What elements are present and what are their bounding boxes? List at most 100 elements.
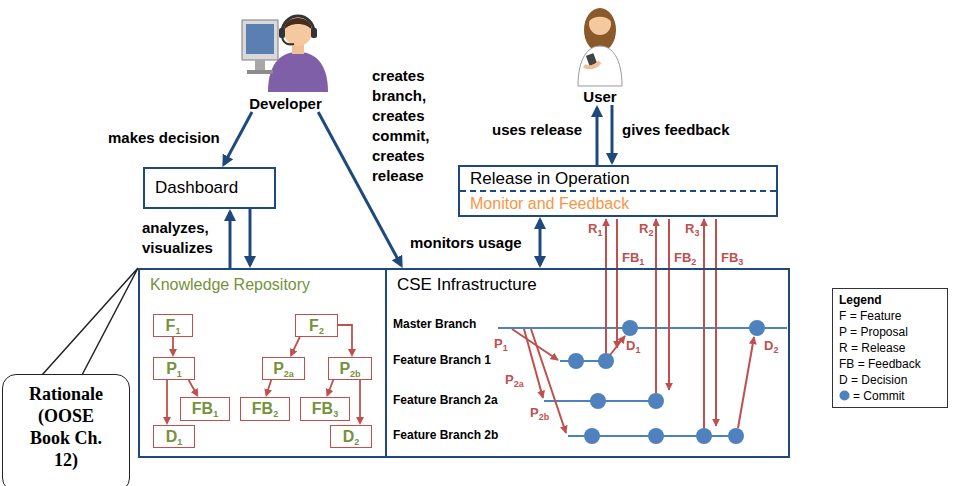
user-body [578,46,622,86]
edge-label: uses release [492,120,582,140]
feedback-arrow [715,219,717,426]
commit-dot [622,320,638,336]
legend-text: F = Feature [839,309,901,323]
release-box: Release in OperationMonitor and Feedback [458,165,778,217]
node-title: Rationale (OOSE Book Ch. 12) [17,383,115,471]
legend-title: Legend [839,292,941,308]
connector [224,112,252,164]
node-title: Knowledge Repository [150,275,375,295]
dashed-divider [460,190,776,192]
decision-arrow [738,337,754,428]
commit-dot [590,393,606,409]
node-title: CSE Infrastructure [397,275,778,295]
node-title: FB1 [192,399,218,419]
release-tag: R2 [639,221,653,236]
legend-box: LegendF = Feature P = Proposal R = Release… [832,288,948,408]
master-branch-line [498,327,787,329]
user-icon [578,8,622,86]
user-hair-back [584,8,616,52]
subscript: 3 [694,228,699,238]
connector [172,337,174,355]
connector [539,220,542,265]
monitor-screen [246,24,274,54]
edge-label: analyzes, visualizes [142,218,222,258]
commit-dot [749,320,765,336]
connector [338,325,352,355]
feature-box: F1 [153,314,193,337]
subscript: 1 [597,228,602,238]
legend-text: = Commit [853,389,905,403]
connector [266,380,271,395]
commit-dot [648,428,664,444]
legend-text: P = Proposal [839,325,908,339]
branch-name: Feature Branch 2a [393,393,498,408]
node-title: Dashboard [155,178,238,198]
proposal-box: P2b [328,357,372,380]
subscript: 2b [350,369,361,379]
subscript: 1 [635,345,640,355]
connector [596,108,599,165]
subscript: 1 [503,343,508,353]
decision-tag: D1 [626,338,640,353]
decision-box: D1 [153,425,195,448]
user-hair [588,12,612,23]
monitor-base [247,70,273,74]
legend-row: F = Feature [839,308,941,324]
connector [611,105,614,162]
edge-label: monitors usage [410,233,522,253]
feedback-arrow [616,219,618,348]
node-title: D2 [343,427,360,447]
commit-dot [728,428,744,444]
subscript: 3 [738,257,743,267]
connector [359,380,361,423]
release-tag: R3 [685,221,699,236]
node-title: P2a [273,359,294,379]
release-tag: R1 [588,221,602,236]
branch-arrows [512,219,754,433]
feedback-tag: FB2 [674,250,696,265]
branch-name: Feature Branch 2b [393,428,498,443]
legend-row: D = Decision [839,372,941,388]
connector [249,209,252,265]
user-hand [584,62,600,67]
edge-label: creates branch, creates commit, creates … [372,66,438,186]
legend-row: R = Release [839,340,941,356]
subscript: 2 [354,437,359,447]
legend-row: FB = Feedback [839,356,941,372]
branch-lines [498,328,787,436]
subscript: 1 [177,437,182,447]
decision-box: D2 [330,425,372,448]
legend-row: = Commit [839,388,941,404]
decision-tag: D2 [764,338,778,353]
subscript: 2b [539,412,550,422]
subscript: 2 [319,326,324,336]
legend-text: R = Release [839,341,905,355]
connector [229,212,232,268]
node-title: Developer [249,95,322,112]
release-arrow [605,219,607,353]
edge-label: gives feedback [622,120,730,140]
headset-ear [311,28,317,38]
developer-icon [242,16,328,92]
release-arrow [655,219,657,393]
feedback-tag: FB3 [721,250,743,265]
feedback-box: FB2 [240,397,290,421]
node-title: User [583,88,616,105]
subscript: 1 [175,326,180,336]
node-subtitle: Monitor and Feedback [460,192,776,213]
connector [291,337,300,355]
branch-name: Feature Branch 1 [393,353,491,368]
subscript: 1 [213,409,218,419]
subscript: 2 [273,409,278,419]
proposal-tag: P2b [530,405,549,420]
legend-row: P = Proposal [839,324,941,340]
legend-text: D = Decision [839,373,907,387]
node-title: FB3 [312,399,338,419]
subscript: 2 [648,228,653,238]
legend-text: FB = Feedback [839,357,921,371]
subscript: 2 [773,345,778,355]
callout-bubble: Rationale (OOSE Book Ch. 12) [2,374,130,486]
node-title: D1 [166,427,183,447]
headset-ear [279,28,285,38]
commit-dot [598,353,614,369]
